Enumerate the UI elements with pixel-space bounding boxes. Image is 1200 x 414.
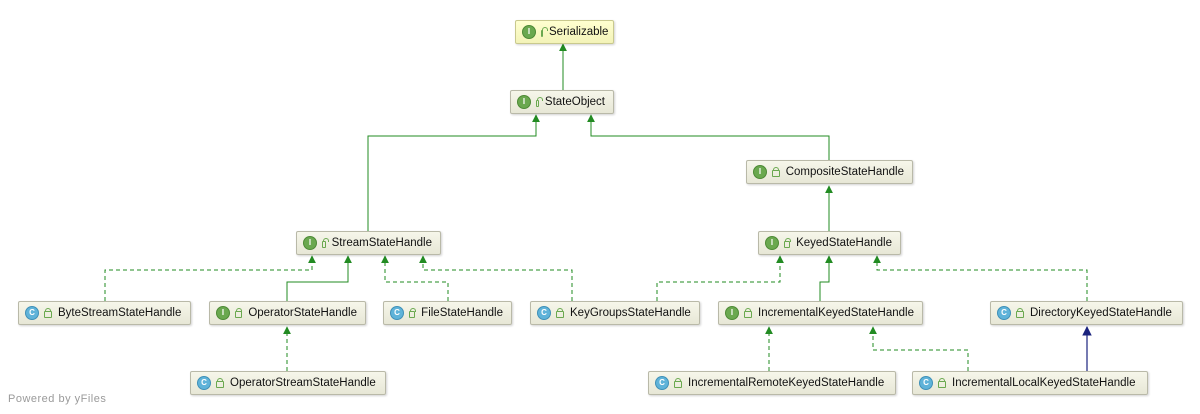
node-label: DirectoryKeyedStateHandle	[1030, 307, 1172, 319]
node-filestatehandle[interactable]: C FileStateHandle	[383, 301, 512, 325]
node-label: KeyGroupsStateHandle	[570, 307, 691, 319]
lock-icon	[216, 377, 224, 388]
class-icon: C	[197, 376, 211, 390]
node-label: StateObject	[544, 96, 605, 108]
powered-by-footer: Powered by yFiles	[8, 393, 107, 405]
node-label: IncrementalKeyedStateHandle	[758, 307, 914, 319]
implements-edges	[104, 255, 1088, 371]
lock-icon	[744, 307, 752, 318]
node-directorykeyedstatehandle[interactable]: C DirectoryKeyedStateHandle	[990, 301, 1183, 325]
lock-icon	[541, 26, 548, 37]
interface-icon: I	[303, 236, 317, 250]
class-icon: C	[25, 306, 39, 320]
node-label: OperatorStateHandle	[248, 307, 357, 319]
node-label: Serializable	[549, 26, 609, 38]
interface-icon: I	[216, 306, 230, 320]
lock-icon	[409, 307, 417, 318]
extends-edges	[286, 43, 833, 301]
node-label: OperatorStreamStateHandle	[230, 377, 376, 389]
lock-icon	[1016, 307, 1024, 318]
lock-icon	[536, 96, 543, 107]
node-label: FileStateHandle	[421, 307, 503, 319]
lock-icon	[322, 237, 329, 248]
lock-icon	[556, 307, 564, 318]
class-icon: C	[390, 306, 404, 320]
node-serializable[interactable]: I Serializable	[515, 20, 614, 44]
class-icon: C	[919, 376, 933, 390]
node-label: KeyedStateHandle	[796, 237, 892, 249]
lock-icon	[235, 307, 243, 318]
class-icon: C	[655, 376, 669, 390]
node-label: IncrementalRemoteKeyedStateHandle	[688, 377, 885, 389]
edge-incremental-keyed	[819, 255, 833, 301]
node-label: IncrementalLocalKeyedStateHandle	[952, 377, 1136, 389]
node-label: CompositeStateHandle	[785, 166, 904, 178]
lock-icon	[674, 377, 682, 388]
class-icon: C	[537, 306, 551, 320]
node-stateobject[interactable]: I StateObject	[510, 90, 614, 114]
edge-keygroups-keyed	[656, 255, 784, 301]
node-keygroupsstatehandle[interactable]: C KeyGroupsStateHandle	[530, 301, 700, 325]
interface-icon: I	[517, 95, 531, 109]
edge-keygroups-stream	[419, 255, 573, 301]
node-operatorstatehandle[interactable]: I OperatorStateHandle	[209, 301, 366, 325]
node-label: StreamStateHandle	[331, 237, 432, 249]
node-incrementalkeyedstatehandle[interactable]: I IncrementalKeyedStateHandle	[718, 301, 923, 325]
lock-icon	[44, 307, 52, 318]
lock-icon	[938, 377, 946, 388]
node-compositestatehandle[interactable]: I CompositeStateHandle	[746, 160, 913, 184]
edge-file-stream	[381, 255, 449, 301]
node-bytestreamstatehandle[interactable]: C ByteStreamStateHandle	[18, 301, 191, 325]
edge-operator-stream	[286, 255, 352, 301]
edge-bytestream-stream	[104, 255, 316, 301]
node-streamstatehandle[interactable]: I StreamStateHandle	[296, 231, 441, 255]
edge-composite-stateobject	[587, 114, 830, 160]
node-operatorstreamstatehandle[interactable]: C OperatorStreamStateHandle	[190, 371, 386, 395]
edge-directory-keyed	[873, 255, 1088, 301]
node-label: ByteStreamStateHandle	[58, 307, 182, 319]
interface-icon: I	[753, 165, 767, 179]
interface-icon: I	[725, 306, 739, 320]
edge-inclocal-incremental	[869, 326, 969, 371]
class-icon: C	[997, 306, 1011, 320]
lock-icon	[784, 237, 792, 248]
interface-icon: I	[765, 236, 779, 250]
edge-stream-stateobject	[367, 114, 540, 231]
lock-icon	[772, 166, 780, 177]
node-keyedstatehandle[interactable]: I KeyedStateHandle	[758, 231, 901, 255]
node-incrementalremotekeyedstatehandle[interactable]: C IncrementalRemoteKeyedStateHandle	[648, 371, 896, 395]
interface-icon: I	[522, 25, 536, 39]
node-incrementallocalkeyedstatehandle[interactable]: C IncrementalLocalKeyedStateHandle	[912, 371, 1148, 395]
